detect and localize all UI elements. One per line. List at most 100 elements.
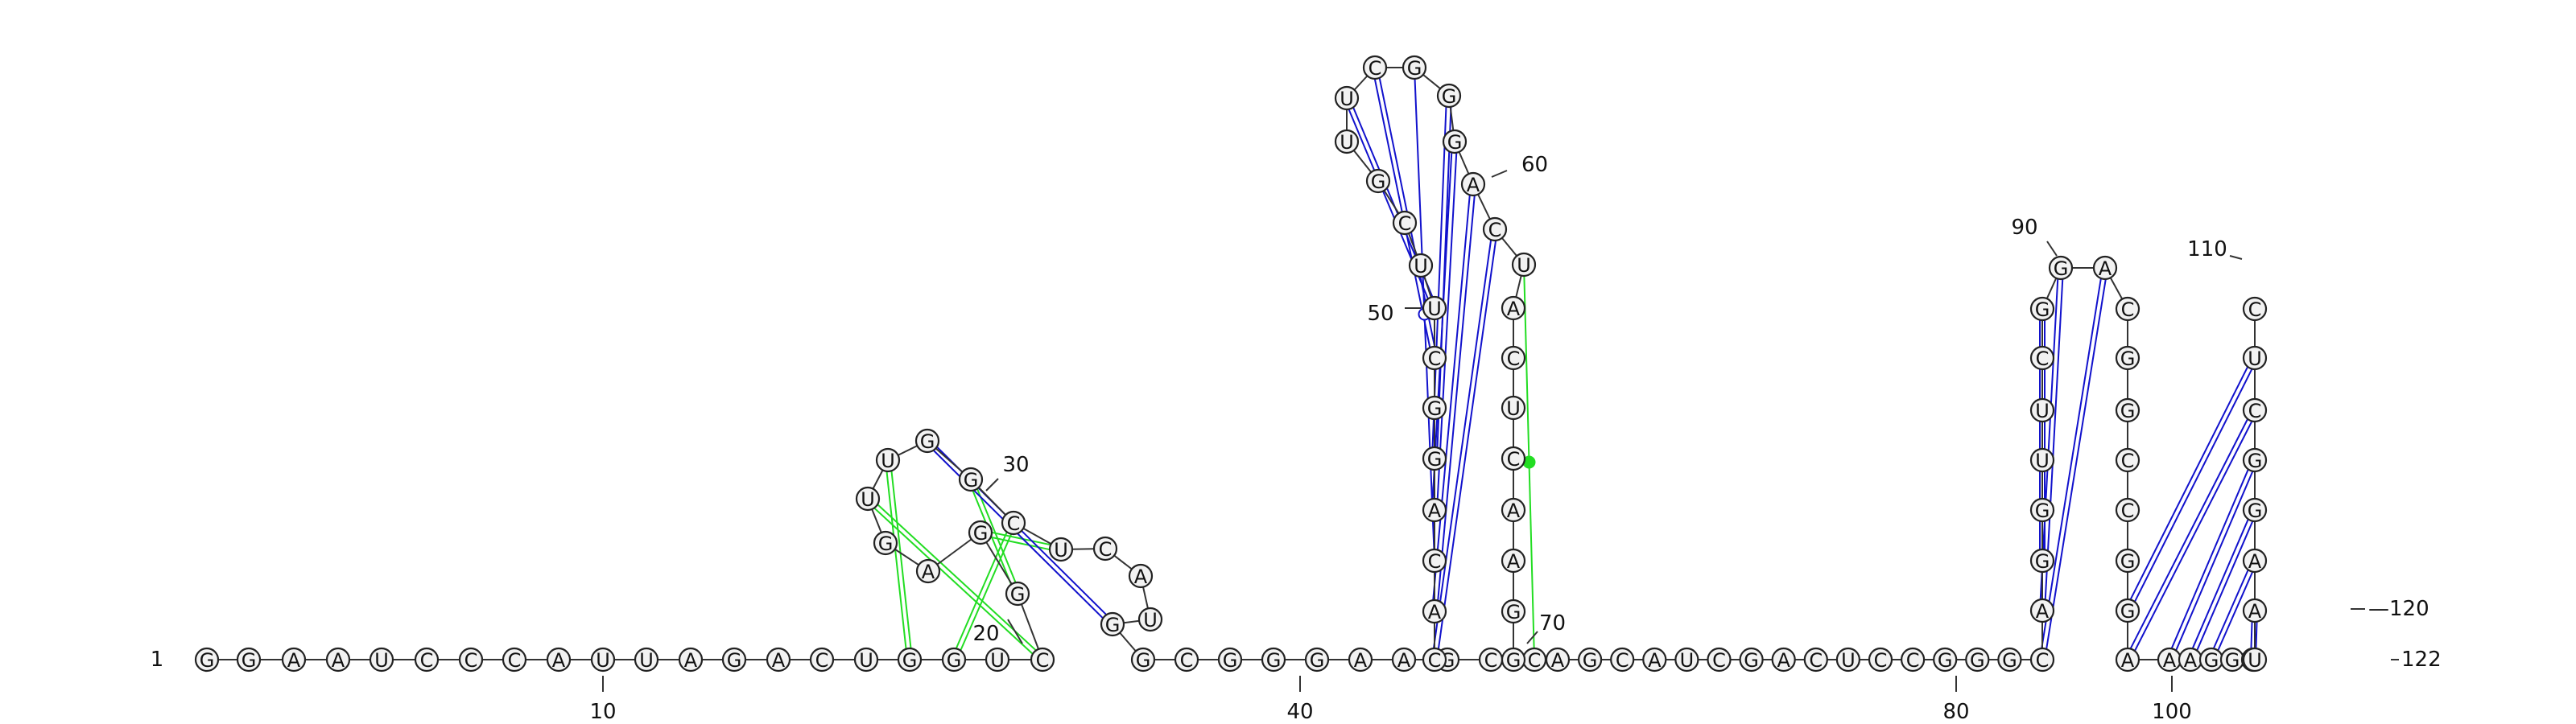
nucleotide-circle xyxy=(1642,647,1667,673)
nucleotide-circle xyxy=(1482,216,1508,242)
nucleotide-letter: A xyxy=(772,649,786,672)
nucleotide-letter: U xyxy=(1143,609,1158,631)
nucleotide: G xyxy=(941,647,967,673)
nucleotide: C xyxy=(2115,447,2140,473)
nucleotide: C xyxy=(1392,210,1418,236)
base-pair-wc xyxy=(2196,520,2254,651)
nucleotide-letter: G xyxy=(1136,649,1151,672)
nucleotide-circle xyxy=(1130,647,1156,673)
nucleotide: A xyxy=(325,647,351,673)
nucleotide-letter: C xyxy=(1906,649,1920,672)
nucleotide-circle xyxy=(2242,296,2268,322)
nucleotide-circle xyxy=(458,647,484,673)
nucleotide-circle xyxy=(1304,647,1330,673)
position-number-label: 1 xyxy=(151,648,164,672)
nucleotide-letter: G xyxy=(200,649,215,672)
nucleotide-circle xyxy=(873,530,898,556)
nucleotide-letter: U xyxy=(1506,397,1521,420)
pseudoknot-pair xyxy=(960,533,1013,651)
backbone-layer xyxy=(207,67,2256,660)
nucleotide: G xyxy=(2242,497,2268,523)
nucleotide-letter: G xyxy=(727,649,742,672)
nucleotide-circle xyxy=(2029,647,2055,673)
base-pair-wc xyxy=(2044,279,2064,600)
nucleotide: U xyxy=(1511,252,1537,278)
nucleotide-letter: U xyxy=(1340,131,1354,154)
nucleotide-letter: G xyxy=(1266,649,1282,672)
nucleotide-circle xyxy=(369,647,394,673)
nucleotide: C xyxy=(2029,345,2055,371)
nucleotide-letter: C xyxy=(508,649,522,672)
nucleotide-circle xyxy=(1442,129,1468,154)
position-number-label: 100 xyxy=(2152,700,2192,724)
nucleotide-letter: G xyxy=(2225,649,2240,672)
nucleotide-letter: C xyxy=(1616,649,1629,672)
nucleotide: U xyxy=(875,447,901,473)
nucleotide-circle xyxy=(1501,446,1526,471)
nucleotide-circle xyxy=(968,520,993,545)
nucleotide: C xyxy=(414,647,440,673)
nucleotide-letter: C xyxy=(1398,212,1412,235)
nucleotide: C xyxy=(1422,548,1447,574)
position-number-label: 60 xyxy=(1521,153,1548,177)
nucleotide-letter: G xyxy=(2002,649,2017,672)
nucleotide-letter: C xyxy=(1809,649,1823,672)
nucleotide-circle xyxy=(1334,129,1360,154)
nucleotide-letter: U xyxy=(1054,539,1068,562)
nucleotide-letter: C xyxy=(1368,57,1382,80)
numbering-tick-layer xyxy=(602,170,2399,692)
nucleotide-circle xyxy=(1771,647,1796,673)
nucleotide-circle xyxy=(1835,647,1860,673)
position-number-label: 110 xyxy=(2187,237,2227,261)
nucleotide: C xyxy=(1868,647,1893,673)
nucleotide-circle xyxy=(958,467,984,492)
nucleotide: C xyxy=(1521,647,1547,673)
nucleotide-letter: C xyxy=(1099,538,1113,561)
nucleotide-circle xyxy=(1422,395,1447,421)
nucleotide-circle xyxy=(1030,647,1055,673)
nucleotide: A xyxy=(1460,171,1486,197)
nucleotide: A xyxy=(1422,497,1447,523)
nucleotide-circle xyxy=(853,647,879,673)
nucleotide: U xyxy=(1674,647,1699,673)
nucleotide-circle xyxy=(2029,497,2055,523)
nucleotide-letter: A xyxy=(2184,649,2198,672)
nucleotide-circle xyxy=(2242,647,2268,673)
nucleotide: G xyxy=(2242,447,2268,473)
nucleotide-circle xyxy=(1048,537,1074,562)
nucleotide-circle xyxy=(2242,447,2268,473)
nucleotide-letter: C xyxy=(1036,649,1050,672)
nucleotide-circle xyxy=(1460,171,1486,197)
nucleotide: G xyxy=(1739,647,1764,673)
nucleotide: G xyxy=(958,467,984,492)
nucleotide-circle xyxy=(1174,647,1199,673)
nucleotide: A xyxy=(2115,647,2140,673)
nucleotide-letter: G xyxy=(242,649,257,672)
nucleotide: C xyxy=(2115,497,2140,523)
nucleotide-letter: G xyxy=(878,533,894,555)
nucleotide: A xyxy=(678,647,704,673)
nucleotide: G xyxy=(1422,446,1447,471)
position-number-label: 122 xyxy=(2401,648,2442,672)
nucleotide: U xyxy=(634,647,659,673)
nucleotide-circle xyxy=(502,647,527,673)
nucleotide-circle xyxy=(2115,397,2140,423)
base-pair-wc xyxy=(2217,571,2254,651)
nucleotide-letter: G xyxy=(2248,450,2263,472)
nucleotide-letter: G xyxy=(902,649,918,672)
nucleotide-letter: U xyxy=(1680,649,1695,672)
nucleotide-letter: G xyxy=(1506,601,1521,623)
nucleotide-circle xyxy=(2092,255,2118,281)
nucleotide: G xyxy=(194,647,220,673)
nucleotide-circle xyxy=(809,647,835,673)
nucleotide: C xyxy=(1422,345,1447,371)
nucleotide-letter: A xyxy=(1428,500,1442,522)
nucleotide: U xyxy=(1334,85,1360,111)
pseudoknot-pair xyxy=(873,507,1034,655)
base-pair-wc xyxy=(2175,471,2254,651)
nucleotide-letter: A xyxy=(1648,649,1662,672)
nucleotide-circle xyxy=(1901,647,1926,673)
nucleotide-letter: G xyxy=(2120,400,2136,422)
nucleotide-letter: A xyxy=(922,561,935,583)
nucleotide: C xyxy=(1362,55,1388,80)
